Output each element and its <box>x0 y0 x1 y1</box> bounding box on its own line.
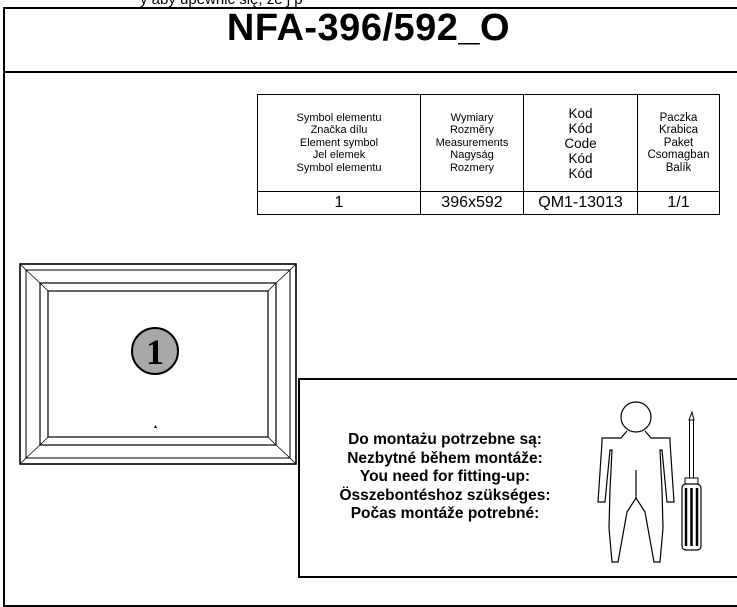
tools-needed-text: Do montażu potrzebne są: Nezbytné během … <box>302 431 588 524</box>
needs-line: Összebontéshoz szükséges: <box>339 486 551 504</box>
needs-line: Nezbytné během montáže: <box>347 449 543 467</box>
frame-glass <box>47 290 269 438</box>
part-number-label: 1 <box>146 332 164 372</box>
header-line: Nagyság <box>450 149 494 162</box>
header-line: Kód <box>568 120 593 136</box>
header-line: Paket <box>663 136 694 149</box>
header-package: Paczka Krabica Paket Csomagban Balík <box>637 94 720 192</box>
tools-needed-box <box>298 378 737 578</box>
header-line: Symbol elementu <box>296 111 382 124</box>
header-line: Element symbol <box>299 136 379 149</box>
needs-line: Do montażu potrzebne są: <box>348 431 542 448</box>
document-title: NFA-396/592_O <box>226 7 511 49</box>
tools-illustration <box>597 401 702 563</box>
spec-table: Symbol elementu Značka dílu Element symb… <box>257 94 720 215</box>
header-symbol: Symbol elementu Značka dílu Element symb… <box>257 94 421 192</box>
header-line: Paczka <box>659 111 698 124</box>
header-line: Rozměry <box>449 124 494 137</box>
header-line: Code <box>564 135 597 151</box>
header-line: Symbol elementu <box>296 161 382 174</box>
frame-outer-edge-2 <box>25 269 291 459</box>
header-line: Rozmery <box>449 161 494 174</box>
header-line: Kód <box>568 165 593 181</box>
header-line: Measurements <box>435 136 509 149</box>
needs-line: You need for fitting-up: <box>359 468 531 485</box>
header-code: Kod Kód Code Kód Kód <box>523 94 638 192</box>
top-caption: y aby upewnic się, że j p <box>140 0 303 8</box>
hanger-mark <box>154 425 157 428</box>
screwdriver-icon <box>681 410 702 551</box>
header-measurements: Wymiary Rozměry Measurements Nagyság Roz… <box>420 94 524 192</box>
header-line: Kod <box>568 105 593 121</box>
header-line: Značka dílu <box>310 124 368 137</box>
header-line: Kód <box>568 150 593 166</box>
value-measurements: 396x592 <box>420 191 524 215</box>
spec-value-row: 1 396x592 QM1-13013 1/1 <box>257 191 720 215</box>
title-bar <box>3 7 737 73</box>
frame-drawing: 1 <box>18 262 300 475</box>
header-line: Wymiary <box>450 111 494 124</box>
header-line: Krabica <box>659 124 698 137</box>
person-icon <box>597 401 675 563</box>
spec-header-row: Symbol elementu Značka dílu Element symb… <box>257 94 720 192</box>
frame-inner-edge <box>39 282 277 446</box>
header-line: Jel elemek <box>312 149 366 162</box>
part-marker <box>131 327 179 375</box>
header-line: Balík <box>665 161 692 174</box>
value-code: QM1-13013 <box>523 191 638 215</box>
value-package: 1/1 <box>637 191 720 215</box>
frame-outer-edge <box>19 263 297 465</box>
header-line: Csomagban <box>647 149 710 162</box>
needs-line: Počas montáže potrebné: <box>350 505 540 522</box>
value-symbol: 1 <box>257 191 421 215</box>
